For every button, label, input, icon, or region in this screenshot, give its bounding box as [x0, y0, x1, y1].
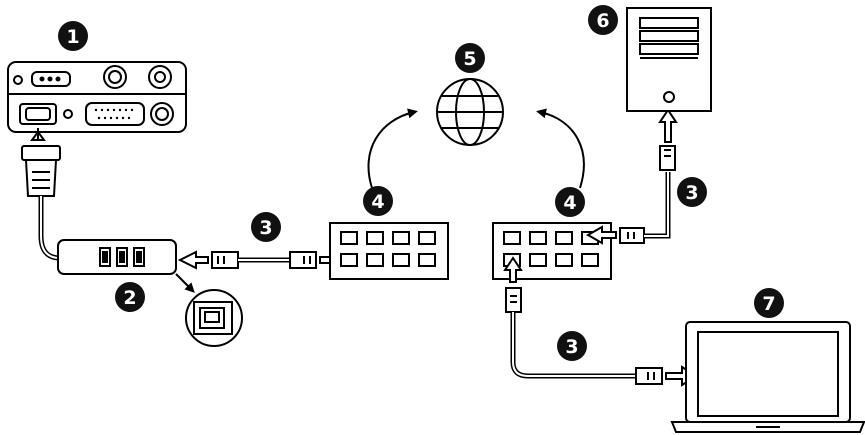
svg-text:6: 6	[596, 10, 609, 32]
callout-3: 3	[251, 212, 281, 242]
svg-text:2: 2	[123, 287, 136, 309]
callout-4: 4	[363, 186, 393, 216]
callout-7: 7	[754, 288, 784, 318]
callout-3: 3	[557, 331, 587, 361]
server-tower-icon	[626, 7, 712, 112]
link-arc-left	[367, 108, 418, 189]
callout-4: 4	[555, 187, 585, 217]
svg-text:3: 3	[259, 217, 272, 239]
svg-text:5: 5	[463, 48, 476, 70]
svg-text:1: 1	[66, 26, 79, 48]
dotted-pins	[94, 108, 134, 120]
db9-serial-cable-icon	[21, 128, 61, 261]
callout-2: 2	[115, 282, 145, 312]
rj45-port-detail-icon	[175, 273, 243, 347]
svg-text:4: 4	[563, 192, 576, 214]
callout-6: 6	[588, 5, 618, 35]
link-arc-right	[536, 108, 585, 189]
network-switch-icon	[329, 222, 449, 280]
svg-text:7: 7	[762, 293, 775, 315]
ethernet-cable-icon	[503, 256, 698, 387]
svg-text:3: 3	[565, 336, 578, 358]
callout-1: 1	[58, 21, 88, 51]
ethernet-cable-icon	[585, 108, 678, 245]
laptop-icon	[670, 321, 865, 433]
svg-text:3: 3	[685, 182, 698, 204]
usb-ethernet-adapter-icon	[57, 239, 177, 275]
instrument-unit-icon	[7, 61, 187, 133]
callout-3: 3	[677, 177, 707, 207]
ethernet-cable-icon	[177, 250, 355, 270]
callout-5: 5	[455, 43, 485, 73]
globe-icon	[436, 78, 504, 146]
svg-text:4: 4	[371, 191, 384, 213]
